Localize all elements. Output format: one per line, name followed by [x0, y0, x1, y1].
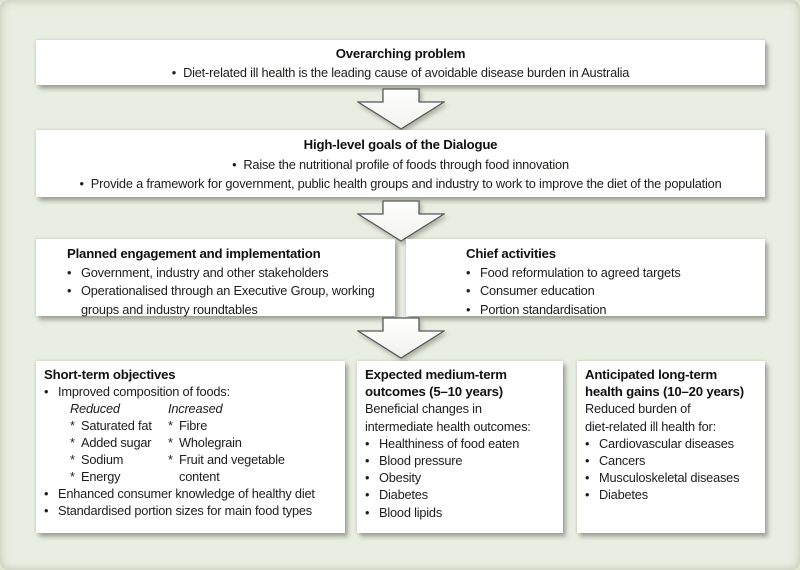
box-title-line: outcomes (5–10 years): [365, 384, 504, 400]
down-arrow-icon: [357, 88, 445, 130]
box-title: Short-term objectives: [44, 367, 176, 382]
reduced-column: Reduced Saturated fat Added sugar Sodium…: [70, 400, 168, 485]
down-arrow-icon: [357, 317, 445, 359]
overarching-problem-box: Overarching problem Diet-related ill hea…: [36, 40, 765, 85]
bullet-text: Musculoskeletal diseases: [599, 470, 740, 486]
bullet-item: Musculoskeletal diseases: [585, 469, 763, 486]
bullet-icon: [232, 157, 243, 172]
bullet-text: Operationalised through an Executive Gro…: [81, 283, 375, 317]
box-title: High-level goals of the Dialogue: [303, 137, 498, 152]
medium-term-outcomes-box: Expected medium-term outcomes (5–10 year…: [357, 361, 563, 533]
item-text: Wholegrain: [179, 435, 242, 450]
bullet-text: Raise the nutritional profile of foods t…: [243, 156, 569, 172]
bullet-icon: [172, 65, 183, 80]
bullet-item: Blood pressure: [365, 452, 559, 469]
bullet-item: Cancers: [585, 452, 763, 469]
bullet-text: Healthiness of food eaten: [379, 435, 520, 451]
bullet-text: Portion standardisation: [480, 301, 607, 317]
bullet-item: Operationalised through an Executive Gro…: [67, 282, 387, 319]
bullet-item: Obesity: [365, 469, 559, 486]
goals-box: High-level goals of the Dialogue Raise t…: [36, 130, 765, 197]
box-title-line: Anticipated long-term: [585, 367, 718, 382]
box-title-line: health gains (10–20 years): [585, 384, 744, 400]
reduced-item: Saturated fat: [70, 417, 168, 434]
reduced-item: Added sugar: [70, 434, 168, 451]
intro-line: Reduced burden of: [585, 401, 691, 417]
bullet-text: Standardised portion sizes for main food…: [58, 503, 312, 518]
bullet-item: Improved composition of foods:: [44, 383, 343, 400]
bullet-text: Diet-related ill health is the leading c…: [183, 65, 630, 80]
bullet-item: Government, industry and other stakehold…: [67, 264, 387, 283]
box-title: Chief activities: [466, 246, 556, 261]
bullet-item: Cardiovascular diseases: [585, 435, 763, 452]
item-text: Sodium: [81, 452, 124, 467]
bullet-text: Improved composition of foods:: [58, 384, 230, 399]
bullet-text: Blood lipids: [379, 504, 443, 520]
bullet-text: Cancers: [599, 453, 646, 469]
increased-header: Increased: [168, 401, 223, 416]
down-arrow-icon: [357, 200, 445, 242]
engagement-box: Planned engagement and implementation Go…: [36, 239, 395, 319]
increased-column: Increased Fibre Wholegrain Fruit and veg…: [168, 400, 310, 485]
bullet-text: Provide a framework for government, publ…: [90, 176, 722, 191]
item-text: Fruit and vegetable content: [179, 452, 285, 484]
short-term-objectives-box: Short-term objectives Improved compositi…: [36, 361, 345, 533]
long-term-gains-box: Anticipated long-term health gains (10–2…: [577, 361, 765, 533]
intro-line: intermediate health outcomes:: [365, 418, 531, 434]
box-title-line: Expected medium-term: [365, 367, 507, 382]
bullet-text: Enhanced consumer knowledge of healthy d…: [58, 486, 315, 501]
bullet-item: Enhanced consumer knowledge of healthy d…: [44, 485, 343, 502]
bullet-text: Food reformulation to agreed targets: [480, 264, 681, 280]
reduced-item: Sodium: [70, 451, 168, 468]
increased-item: Wholegrain: [168, 434, 310, 451]
item-text: Added sugar: [81, 435, 152, 450]
bullet-item: Food reformulation to agreed targets: [466, 264, 757, 283]
bullet-text: Obesity: [379, 470, 421, 486]
bullet-item: Raise the nutritional profile of foods t…: [36, 155, 765, 175]
composition-columns: Reduced Saturated fat Added sugar Sodium…: [70, 400, 343, 485]
bullet-text: Diabetes: [379, 487, 428, 503]
bullet-item: Provide a framework for government, publ…: [36, 174, 765, 194]
activities-box: Chief activities Food reformulation to a…: [406, 239, 765, 317]
box-title: Planned engagement and implementation: [67, 246, 321, 261]
bullet-item: Healthiness of food eaten: [365, 435, 559, 452]
item-text: Saturated fat: [81, 418, 152, 433]
reduced-item: Energy: [70, 468, 168, 485]
item-text: Fibre: [179, 418, 208, 433]
bullet-text: Consumer education: [480, 283, 595, 298]
bullet-icon: [80, 176, 91, 191]
intro-line: Beneficial changes in: [365, 401, 482, 417]
item-text: Energy: [81, 469, 121, 484]
bullet-item: Diet-related ill health is the leading c…: [36, 63, 765, 82]
bullet-item: Portion standardisation: [466, 301, 757, 320]
reduced-header: Reduced: [70, 401, 120, 416]
bullet-item: Blood lipids: [365, 504, 559, 521]
increased-item: Fibre: [168, 417, 310, 434]
bullet-text: Government, industry and other stakehold…: [81, 264, 329, 280]
bullet-text: Blood pressure: [379, 453, 463, 469]
bullet-text: Cardiovascular diseases: [599, 435, 734, 451]
bullet-item: Standardised portion sizes for main food…: [44, 502, 343, 519]
increased-item: Fruit and vegetable content: [168, 451, 310, 485]
bullet-item: Diabetes: [365, 486, 559, 503]
bullet-item: Diabetes: [585, 486, 763, 503]
intro-line: diet-related ill health for:: [585, 418, 716, 434]
box-title: Overarching problem: [335, 46, 466, 61]
bullet-text: Diabetes: [599, 487, 648, 503]
bullet-item: Consumer education: [466, 282, 757, 301]
